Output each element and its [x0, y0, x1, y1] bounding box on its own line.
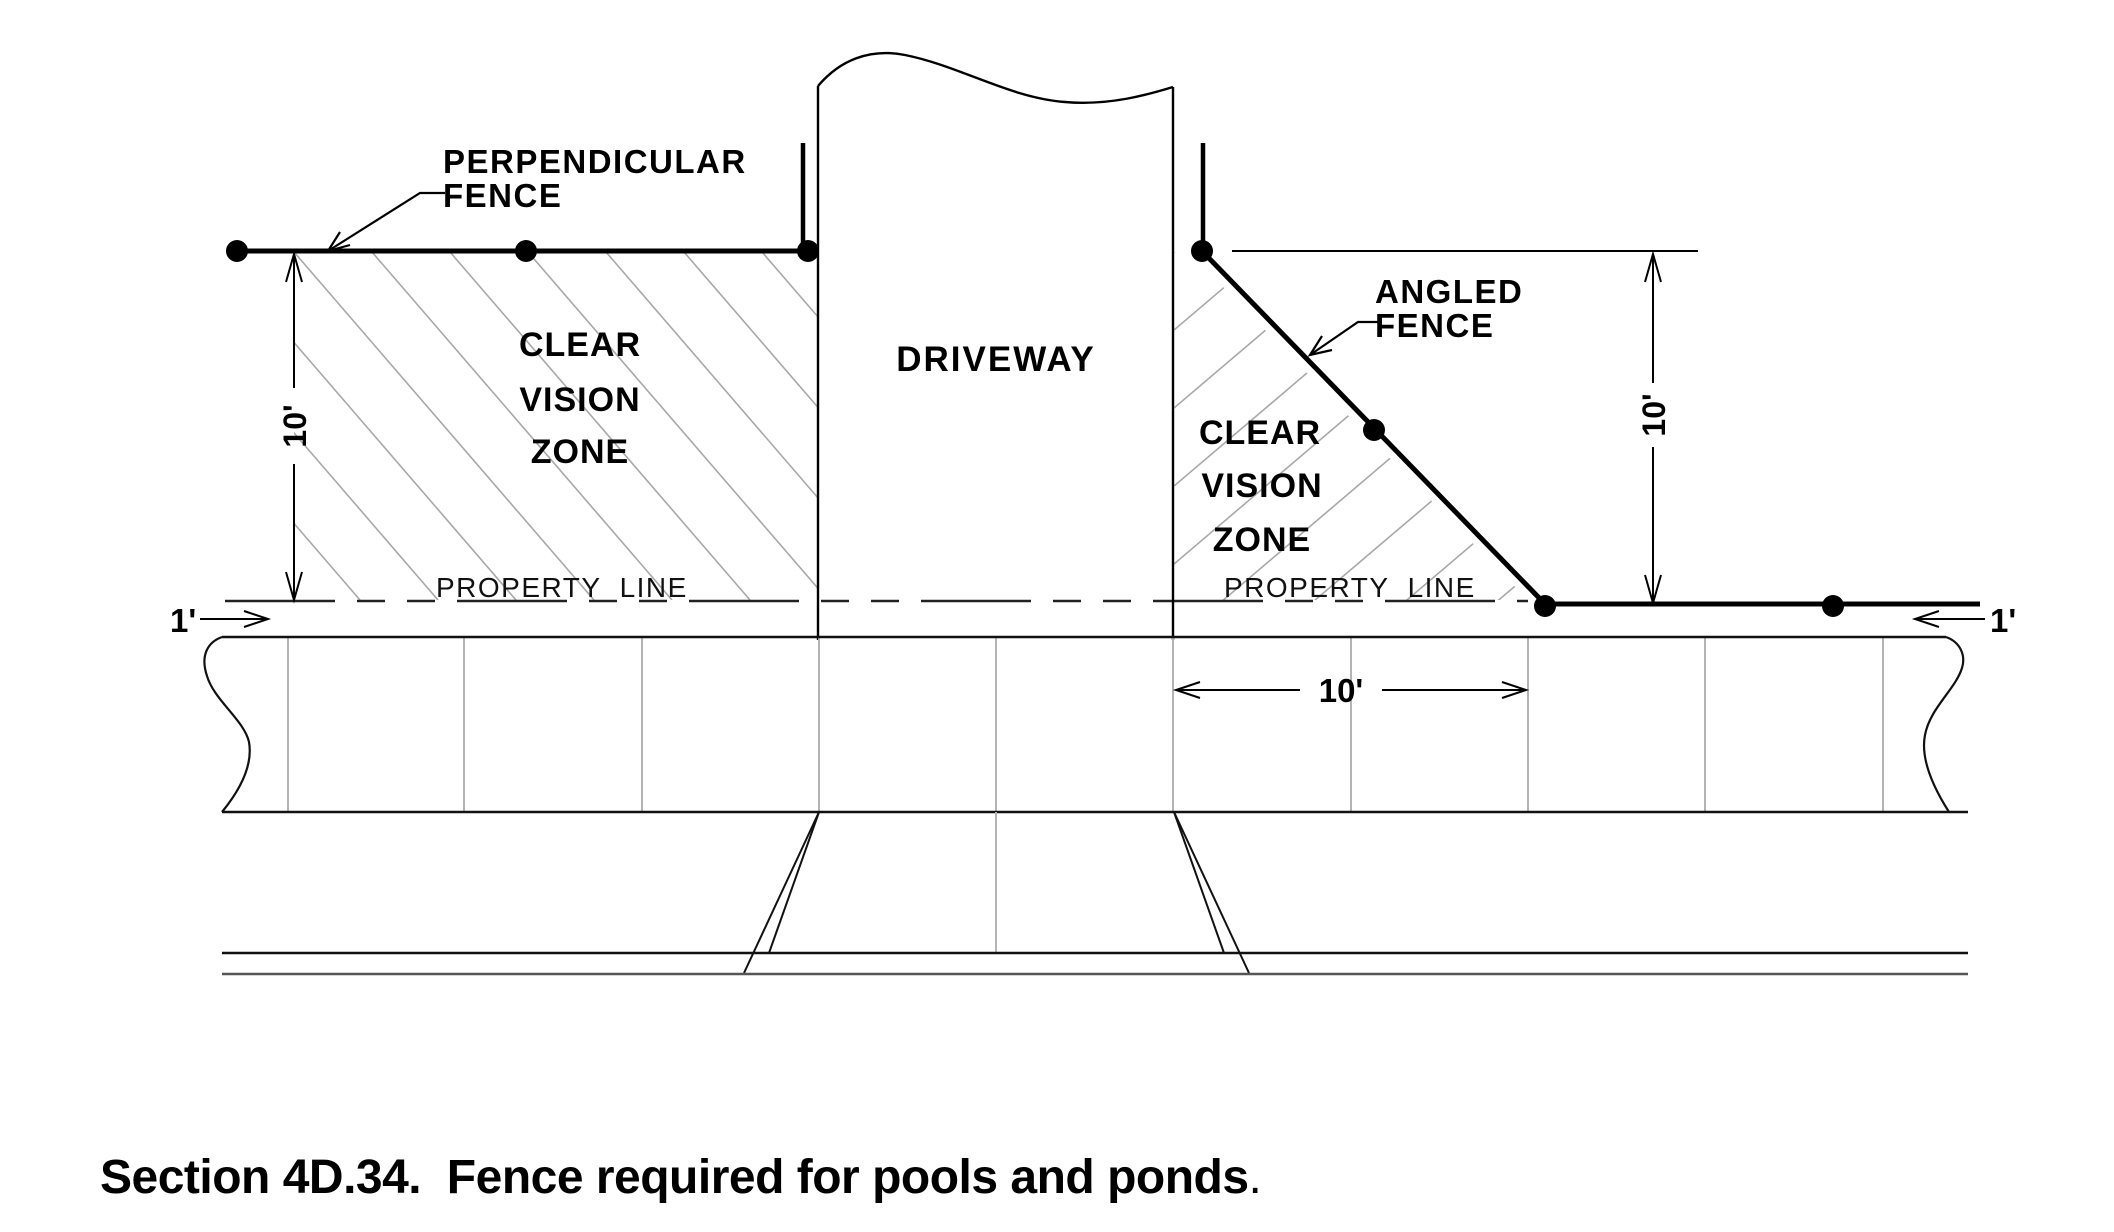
hatch-line [294, 252, 595, 600]
hatch-line [0, 252, 48, 600]
right-offset-arrow [1911, 610, 1985, 628]
property-line-label-left: PROPERTY LINE [436, 572, 688, 603]
driveway-label: DRIVEWAY [896, 340, 1095, 379]
hatch-line [683, 252, 818, 409]
fence-post [226, 240, 248, 262]
fence-post [1191, 240, 1213, 262]
perpendicular-fence-leader [325, 191, 445, 253]
hatch-line [0, 252, 126, 600]
hatch-line [0, 252, 204, 600]
fence-post [1363, 419, 1385, 441]
fence-post [1534, 595, 1556, 617]
hatch-line [761, 252, 818, 319]
angled-fence-label-line1: ANGLED [1375, 273, 1523, 310]
hatch-line [1174, 848, 1574, 1188]
right-zone-label-zone: ZONE [1213, 521, 1311, 559]
right-offset-label: 1' [1990, 602, 2016, 639]
horizontal-dimension [1172, 681, 1530, 699]
sidewalk [203, 635, 1968, 814]
perpendicular-fence-label-line1: PERPENDICULAR [443, 143, 747, 180]
angled-fence [1191, 143, 1980, 617]
hatch-line [1174, 457, 1528, 600]
driveway-top-break-curve [817, 51, 1174, 104]
hatch-line [1174, 535, 1528, 600]
hatch-line [1174, 252, 1528, 409]
fence-post [515, 240, 537, 262]
right-zone-label-vision: VISION [1201, 467, 1322, 505]
left-offset-label: 1' [170, 602, 196, 639]
left-clear-vision-zone-hatch [0, 252, 1140, 600]
left-offset-arrow [200, 610, 272, 628]
left-vertical-dimension-label: 10' [277, 404, 313, 447]
right-clear-vision-zone-hatch [1174, 0, 1574, 1188]
hatch-line [527, 252, 818, 590]
left-zone-label-vision: VISION [519, 381, 640, 419]
hatch-line [371, 252, 673, 600]
hatch-line [449, 252, 751, 600]
hatch-line [294, 341, 517, 600]
right-zone-label-clear: CLEAR [1199, 414, 1321, 452]
figure-caption: Section 4D.34. Fence required for pools … [100, 1150, 1262, 1205]
sidewalk-right-break-curve [1922, 635, 1965, 813]
sidewalk-joints [287, 637, 1884, 812]
sidewalk-left-break-curve [203, 635, 251, 813]
angled-fence-label-line2: FENCE [1375, 307, 1494, 344]
perpendicular-fence-label-line2: FENCE [443, 177, 562, 214]
hatch-line [1174, 0, 1574, 174]
right-vertical-dimension [1232, 250, 1698, 607]
hatch-line [294, 431, 439, 600]
angled-fence-leader [1307, 320, 1382, 357]
horizontal-dimension-label: 10' [1319, 672, 1364, 709]
hatch-line [840, 252, 1140, 600]
hatch-line [1174, 252, 1528, 253]
hatch-line [0, 252, 282, 600]
left-zone-label-zone: ZONE [531, 433, 629, 471]
hatch-line [1174, 692, 1574, 1032]
driveway [816, 51, 1175, 640]
hatch-line [1174, 614, 1574, 954]
hatch-line [1174, 0, 1574, 96]
figure-caption-period: . [1248, 1151, 1262, 1204]
hatch-line [605, 252, 818, 500]
figure-caption-text: Section 4D.34. Fence required for pools … [100, 1151, 1249, 1204]
fence-post [1822, 595, 1844, 617]
left-vertical-dimension [285, 250, 303, 604]
right-vertical-dimension-label: 10' [1636, 393, 1672, 436]
hatch-line [294, 522, 361, 600]
driveway-apron [743, 811, 1250, 974]
property-line-label-right: PROPERTY LINE [1224, 572, 1476, 603]
fence-post [797, 240, 819, 262]
left-zone-label-clear: CLEAR [519, 326, 641, 364]
